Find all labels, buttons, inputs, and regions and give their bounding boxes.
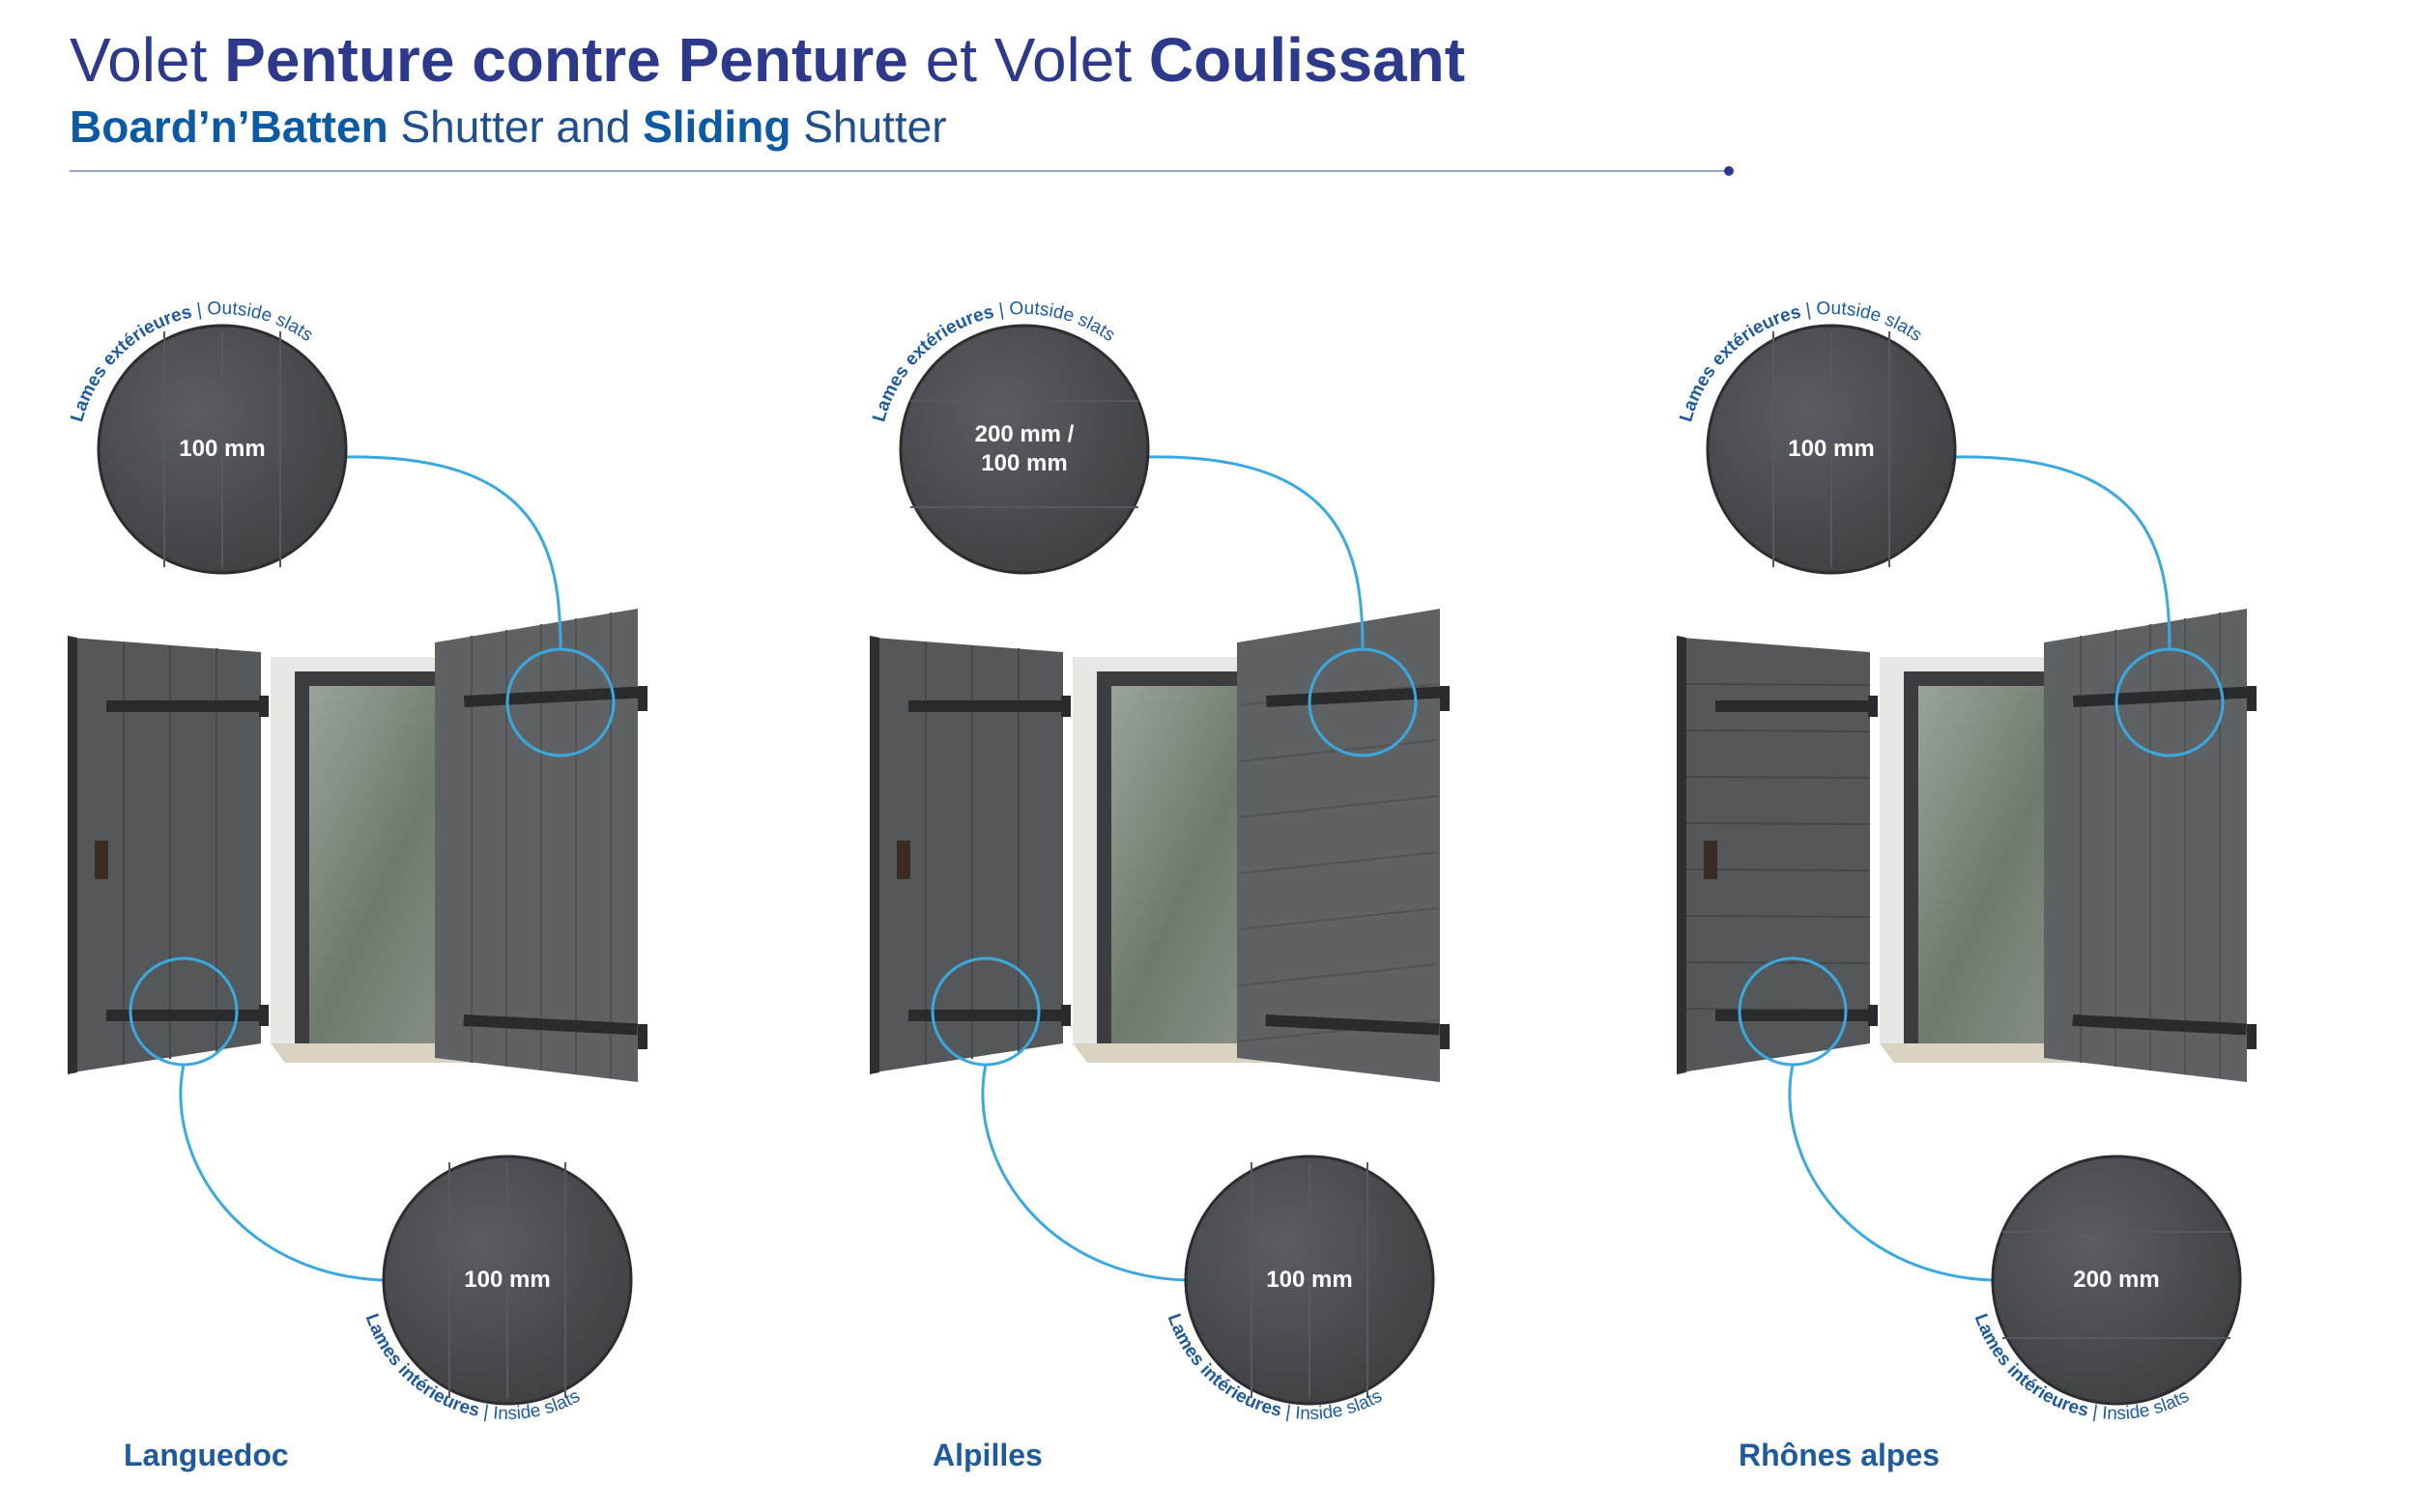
outside-value-line2: 100 mm [981, 450, 1068, 476]
title-french: Volet Penture contre Penture et Volet Co… [70, 25, 1466, 95]
latch [95, 841, 108, 879]
hinge-strap [106, 700, 266, 712]
right-shutter [435, 609, 638, 1082]
hinge-strap [908, 700, 1068, 712]
hinge-strap [463, 1014, 638, 1036]
header: Volet Penture contre Penture et Volet Co… [70, 23, 1465, 155]
outside-slats-value: 200 mm / 100 mm [899, 420, 1150, 478]
inside-slats-disc [1991, 1155, 2242, 1406]
outside-value-line1: 200 mm / [974, 421, 1075, 447]
left-shutter [72, 638, 261, 1072]
inside-slats-value: 200 mm [2073, 1267, 2160, 1293]
hinge-strap [1715, 1010, 1875, 1021]
callout-line-outside [1954, 455, 2172, 650]
callout-line-inside [1788, 1064, 1994, 1282]
product-name: Languedoc [124, 1438, 289, 1472]
left-shutter [875, 638, 1063, 1072]
latch [897, 841, 910, 879]
header-divider-dot [1724, 166, 1734, 176]
right-shutter [2044, 609, 2247, 1082]
hinge-strap [1265, 1014, 1440, 1036]
latch [1704, 841, 1717, 879]
callout-line-outside [1147, 455, 1365, 650]
callout-line-outside [345, 455, 562, 650]
callout-line-inside [981, 1064, 1187, 1282]
product-name: Rhônes alpes [1739, 1438, 1941, 1472]
title-english: Board’n’Batten Shutter and Sliding Shutt… [70, 101, 947, 152]
outside-slats-value: 100 mm [179, 436, 266, 462]
hinge-strap [106, 1010, 266, 1021]
hinge-strap [2072, 1014, 2247, 1036]
outside-slats-disc [899, 324, 1150, 575]
hinge-strap [1715, 700, 1875, 712]
hinge-strap [908, 1010, 1068, 1021]
right-shutter [1237, 609, 1440, 1082]
outside-slats-value: 100 mm [1788, 436, 1875, 462]
header-divider [70, 170, 1730, 172]
callout-line-inside [179, 1064, 385, 1282]
product-name: Alpilles [933, 1438, 1043, 1472]
inside-slats-value: 100 mm [464, 1267, 551, 1293]
inside-slats-value: 100 mm [1266, 1267, 1353, 1293]
